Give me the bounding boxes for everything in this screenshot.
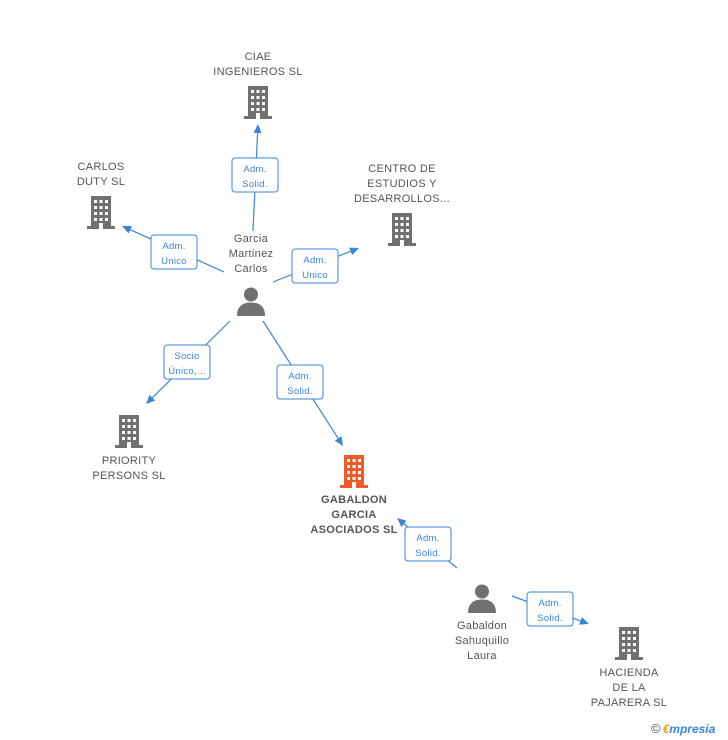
relation-label-line: Adm. [416,533,439,544]
person-icon [237,287,265,316]
node-label-line: ESTUDIOS Y [367,178,437,190]
node-label-line: INGENIEROS SL [213,66,302,78]
edge-garcia-to-centro: Adm. Unico [272,247,359,284]
relation-label-line: Único,... [168,366,206,377]
arrow-head-icon [253,124,262,134]
edge-laura-to-gabaldon-sl: Adm. Solid. [397,518,458,569]
relation-label-line: Solid. [287,386,313,397]
copyright-symbol: © [651,721,661,736]
node-label-line: CENTRO DE [368,163,435,175]
node-label-line: DUTY SL [77,176,125,188]
node-label-line: HACIENDA [599,667,659,679]
person-icon [468,584,496,613]
node-label-line: DE LA [612,682,646,694]
relation-label-line: Unico [302,270,328,281]
relation-badge[interactable] [404,526,452,562]
arrow-head-icon [349,247,359,256]
node-label-line: Sahuquillo [455,635,509,647]
arrow-head-icon [122,226,132,234]
relation-label-line: Unico [161,256,187,267]
edge-garcia-to-ciae: Adm. Solid. [231,124,279,232]
building-icon [340,455,368,488]
node-label-line: CARLOS [77,161,124,173]
relation-label-line: Adm. [538,598,561,609]
empresia-watermark: ©€mpresia [651,721,715,736]
node-label-line: DESARROLLOS... [354,193,450,205]
building-icon [87,196,115,229]
relation-label-line: Adm. [288,371,311,382]
relation-label-line: Solid. [537,613,563,624]
arrow-head-icon [397,518,407,527]
nodes-layer: CIAE INGENIEROS SL CARLOS DUTY SL CENTRO DE E… [77,51,667,709]
edge-garcia-to-priority: SocioÚnico,... [146,320,231,404]
relation-label-line: Solid. [415,548,441,559]
building-icon [244,86,272,119]
building-icon [388,213,416,246]
relation-badge[interactable] [163,344,211,380]
arrow-head-icon [146,394,156,404]
node-label-line: Garcia [234,233,269,245]
relation-label-line: Adm. [162,241,185,252]
edge-laura-to-hacienda: Adm. Solid. [511,591,589,627]
brand-logo: €mpresia [662,722,716,736]
node-label-line: PRIORITY [102,455,157,467]
relation-label-line: Socio [174,351,199,362]
relation-label-line: Adm. [243,164,266,175]
node-label-line: GARCIA [331,509,376,521]
node-label-line: PAJARERA SL [591,697,667,709]
node-carlos[interactable]: CARLOS DUTY SL [77,161,125,229]
relation-badge[interactable] [291,248,339,284]
node-label-line: Carlos [234,263,268,275]
node-label-line: GABALDON [321,494,387,506]
node-priority[interactable]: PRIORITY PERSONS SL [92,415,165,482]
node-label-line: PERSONS SL [92,470,165,482]
relation-badge[interactable] [526,591,574,627]
edge-garcia-to-gabaldon-sl: Adm. Solid. [262,320,343,446]
node-label-line: Martinez [229,248,274,260]
building-icon [115,415,143,448]
node-centro[interactable]: CENTRO DE ESTUDIOS Y DESARROLLOS... [354,163,450,246]
node-ciae[interactable]: CIAE INGENIEROS SL [213,51,302,119]
relation-label-line: Solid. [242,179,268,190]
arrow-head-icon [579,617,589,625]
node-label-line: Laura [467,650,497,662]
node-label-line: CIAE [245,51,272,63]
relation-badge[interactable] [150,234,198,270]
relation-label-line: Adm. [303,255,326,266]
relation-badge[interactable] [231,157,279,193]
node-hacienda[interactable]: HACIENDA DE LA PAJARERA SL [591,627,667,709]
node-label-line: ASOCIADOS SL [310,524,397,536]
node-label-line: Gabaldon [457,620,507,632]
relation-badge[interactable] [276,364,324,400]
building-icon [615,627,643,660]
arrow-head-icon [334,436,343,446]
node-gabaldon-sl[interactable]: GABALDON GARCIA ASOCIADOS SL [310,455,397,536]
edge-garcia-to-carlos: Adm. Unico [122,226,225,273]
